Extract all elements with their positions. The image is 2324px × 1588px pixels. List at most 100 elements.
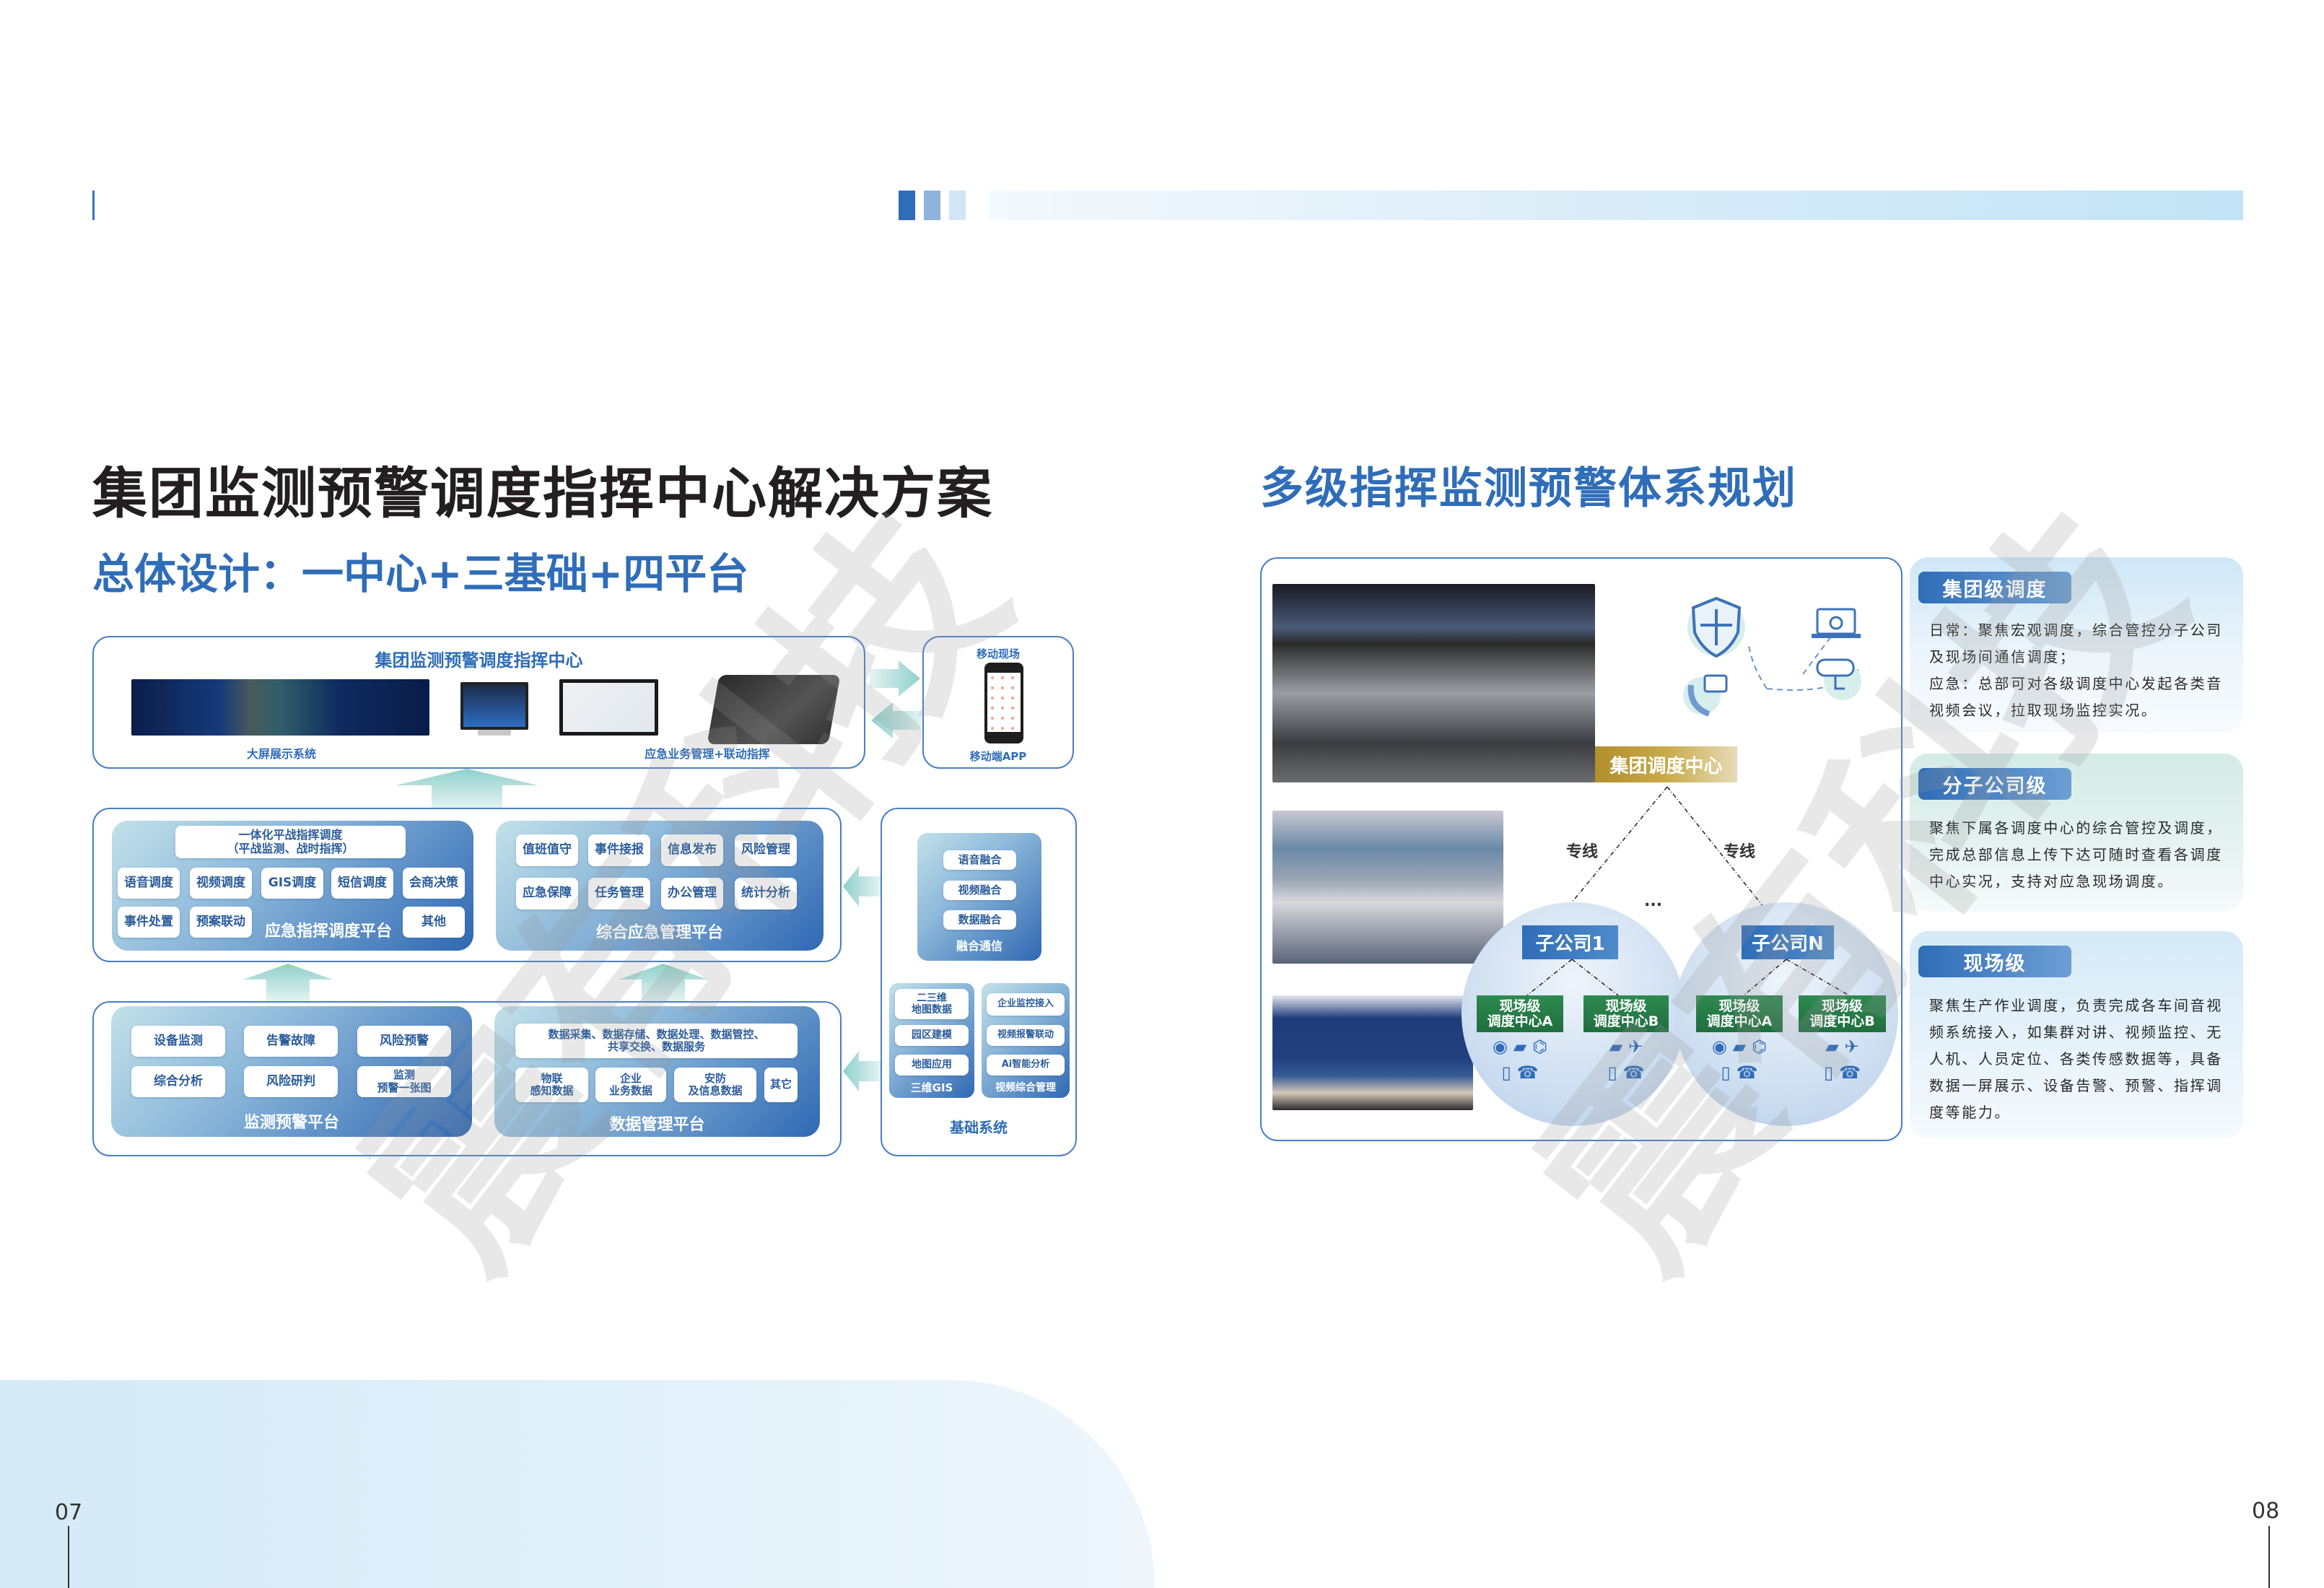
arrow-up-icon (619, 964, 708, 1001)
chip-voice-fusion[interactable]: 语音融合 (943, 850, 1016, 870)
page-title: 集团监测预警调度指挥中心解决方案 (92, 461, 993, 525)
big-screen-label: 大屏展示系统 (246, 747, 316, 761)
chip-park-modeling[interactable]: 园区建模 (895, 1025, 969, 1046)
chip-info-release[interactable]: 信息发布 (661, 834, 723, 866)
group-dispatch-center-label: 集团调度中心 (1595, 746, 1737, 782)
fusion-comm-label: 融合通信 (956, 939, 1002, 953)
gis-label: 三维GIS (910, 1081, 953, 1094)
page-number-left: 07 (55, 1500, 83, 1525)
link-label-left: 专线 (1566, 843, 1599, 861)
shield-icon (1687, 596, 1745, 658)
card-group-level: 集团级调度 日常：聚焦宏观调度，综合管控分子公司及现场间通信调度； 应急：总部可… (1910, 557, 2243, 733)
telephone-icon: ☎ (1622, 1063, 1645, 1083)
site-na-devices: ◉▰⌬ (1696, 1038, 1783, 1055)
card-site-level: 现场级 聚焦生产作业调度，负责完成各车间音视频系统接入，如集群对讲、视频监控、无… (1910, 931, 2243, 1138)
dome-camera-icon: ◉ (1492, 1037, 1508, 1057)
video-mgmt-label: 视频综合管理 (995, 1082, 1056, 1094)
footer-decoration (0, 1380, 1155, 1588)
chip-statistics[interactable]: 统计分析 (735, 878, 797, 909)
site-1a-comm: ▯☎ (1477, 1064, 1563, 1081)
chip-enterprise-monitoring[interactable]: 企业监控接入 (987, 993, 1065, 1016)
header-block-light (949, 191, 966, 220)
multi-level-diagram-box: 集团调度中心 专线 专线 ... 子公司1 子公司N 现场级 调度中心A 现场级… (1260, 557, 1903, 1141)
arrow-left-icon (843, 866, 881, 907)
monitoring-platform-panel: 设备监测 告警故障 风险预警 综合分析 风险研判 监测 预警一张图 监测预警平台 (111, 1006, 472, 1137)
chip-data-fusion[interactable]: 数据融合 (943, 910, 1016, 930)
control-room-photo-3 (1272, 995, 1473, 1110)
chip-emergency-support[interactable]: 应急保障 (516, 878, 578, 909)
chip-office-mgmt[interactable]: 办公管理 (661, 878, 723, 909)
arrow-right-icon (870, 660, 920, 697)
site-1b-devices: ▰✈ (1583, 1038, 1669, 1055)
drone-icon: ✈ (1844, 1037, 1859, 1057)
chip-risk-assessment[interactable]: 风险研判 (244, 1066, 338, 1097)
base-system-box: 语音融合 视频融合 数据融合 融合通信 二三维 地图数据 园区建模 地图应用 三… (881, 808, 1077, 1156)
command-center-box: 集团监测预警调度指挥中心 大屏展示系统 应急业务管理+联动指挥 (92, 636, 865, 769)
arrow-up-icon (243, 964, 333, 1001)
chip-ai-analysis[interactable]: Ai智能分析 (987, 1055, 1065, 1076)
arrow-left-icon (871, 702, 922, 738)
monitor-image (460, 682, 528, 730)
monitor-stand (478, 730, 511, 736)
chip-other-data[interactable]: 其它 (764, 1068, 798, 1102)
chip-gis-dispatch[interactable]: GIS调度 (261, 868, 323, 899)
control-room-photo-2 (1272, 811, 1503, 964)
header-block-dark (899, 191, 915, 220)
data-mgmt-label: 数据管理平台 (609, 1116, 705, 1134)
chip-map-data[interactable]: 二三维 地图数据 (895, 989, 969, 1019)
site-center-na: 现场级 调度中心A (1696, 995, 1783, 1032)
emergency-mgmt-panel: 值班值守 事件接报 信息发布 风险管理 应急保障 任务管理 办公管理 统计分析 … (496, 821, 824, 951)
chip-enterprise-data[interactable]: 企业 业务数据 (595, 1068, 666, 1102)
chip-warning-map[interactable]: 监测 预警一张图 (357, 1066, 451, 1097)
mobile-terminal-icon: ▯ (1823, 1063, 1834, 1083)
connector-lines (1564, 786, 1768, 912)
data-icon: ⌬ (1532, 1037, 1548, 1057)
mobile-terminal-icon: ▯ (1501, 1063, 1511, 1083)
chip-comprehensive-analysis[interactable]: 综合分析 (131, 1066, 225, 1097)
mobile-app-label: 移动端APP (969, 750, 1027, 763)
data-mgmt-panel: 数据采集、数据存储、数据处理、数据管控、 共享交换、数据服务 物联 感知数据 企… (494, 1006, 820, 1137)
subsidiary-1-label: 子公司1 (1522, 925, 1618, 959)
data-mgmt-header: 数据采集、数据存储、数据处理、数据管控、 共享交换、数据服务 (515, 1024, 798, 1058)
chip-plan-linkage[interactable]: 预案联动 (190, 907, 252, 938)
card-subsidiary-level: 分子公司级 聚焦下属各调度中心的综合管控及调度，完成总部信息上传下达可随时查看各… (1910, 754, 2243, 912)
bullet-camera-icon: ▰ (1732, 1037, 1747, 1057)
chip-duty[interactable]: 值班值守 (516, 834, 578, 866)
chip-incident-report[interactable]: 事件接报 (588, 834, 650, 866)
page-number-right: 08 (2252, 1498, 2280, 1524)
chip-task-mgmt[interactable]: 任务管理 (588, 878, 650, 909)
bullet-camera-icon: ▰ (1825, 1037, 1839, 1057)
dispatch-platform-panel: 一体化平战指挥调度 （平战监测、战时指挥） 语音调度 视频调度 GIS调度 短信… (112, 821, 473, 951)
mobile-title: 移动现场 (976, 647, 1020, 660)
chip-video-dispatch[interactable]: 视频调度 (190, 868, 252, 899)
chip-video-fusion[interactable]: 视频融合 (943, 881, 1016, 900)
card-subsidiary-level-text: 聚焦下属各调度中心的综合管控及调度，完成总部信息上传下达可随时查看各调度中心实况… (1929, 819, 2223, 890)
dispatch-platform-label: 应急指挥调度平台 (264, 922, 392, 941)
chip-map-application[interactable]: 地图应用 (895, 1055, 969, 1076)
chip-other[interactable]: 其他 (403, 907, 465, 938)
header-gradient-bar (989, 191, 2243, 220)
phone-image (984, 663, 1023, 743)
chip-consultation[interactable]: 会商决策 (403, 868, 465, 899)
chip-alarm-fault[interactable]: 告警故障 (244, 1026, 338, 1057)
card-site-level-text: 聚焦生产作业调度，负责完成各车间音视频系统接入，如集群对讲、视频监控、无人机、人… (1929, 997, 2223, 1121)
right-page-title: 多级指挥监测预警体系规划 (1260, 463, 1797, 514)
chip-risk-warning[interactable]: 风险预警 (357, 1026, 451, 1057)
site-center-nb: 现场级 调度中心B (1799, 995, 1886, 1032)
sub-connector-lines (1526, 959, 1850, 996)
monitoring-platform-label: 监测预警平台 (243, 1114, 339, 1132)
site-center-1b: 现场级 调度中心B (1583, 995, 1669, 1032)
page-rule-left (68, 1526, 69, 1588)
chip-security-data[interactable]: 安防 及信息数据 (674, 1068, 756, 1102)
base-system-label: 基础系统 (950, 1119, 1008, 1136)
chip-iot-data[interactable]: 物联 感知数据 (515, 1068, 588, 1102)
chip-incident-handling[interactable]: 事件处置 (118, 907, 180, 938)
chip-voice-dispatch[interactable]: 语音调度 (118, 868, 180, 899)
chip-risk-mgmt[interactable]: 风险管理 (735, 834, 797, 866)
tablet-image (559, 679, 658, 736)
console-terminal-image (707, 675, 841, 744)
chip-video-alarm[interactable]: 视频报警联动 (987, 1025, 1065, 1046)
chip-sms-dispatch[interactable]: 短信调度 (331, 868, 393, 899)
chip-device-monitoring[interactable]: 设备监测 (131, 1026, 225, 1057)
site-nb-comm: ▯☎ (1799, 1064, 1886, 1081)
